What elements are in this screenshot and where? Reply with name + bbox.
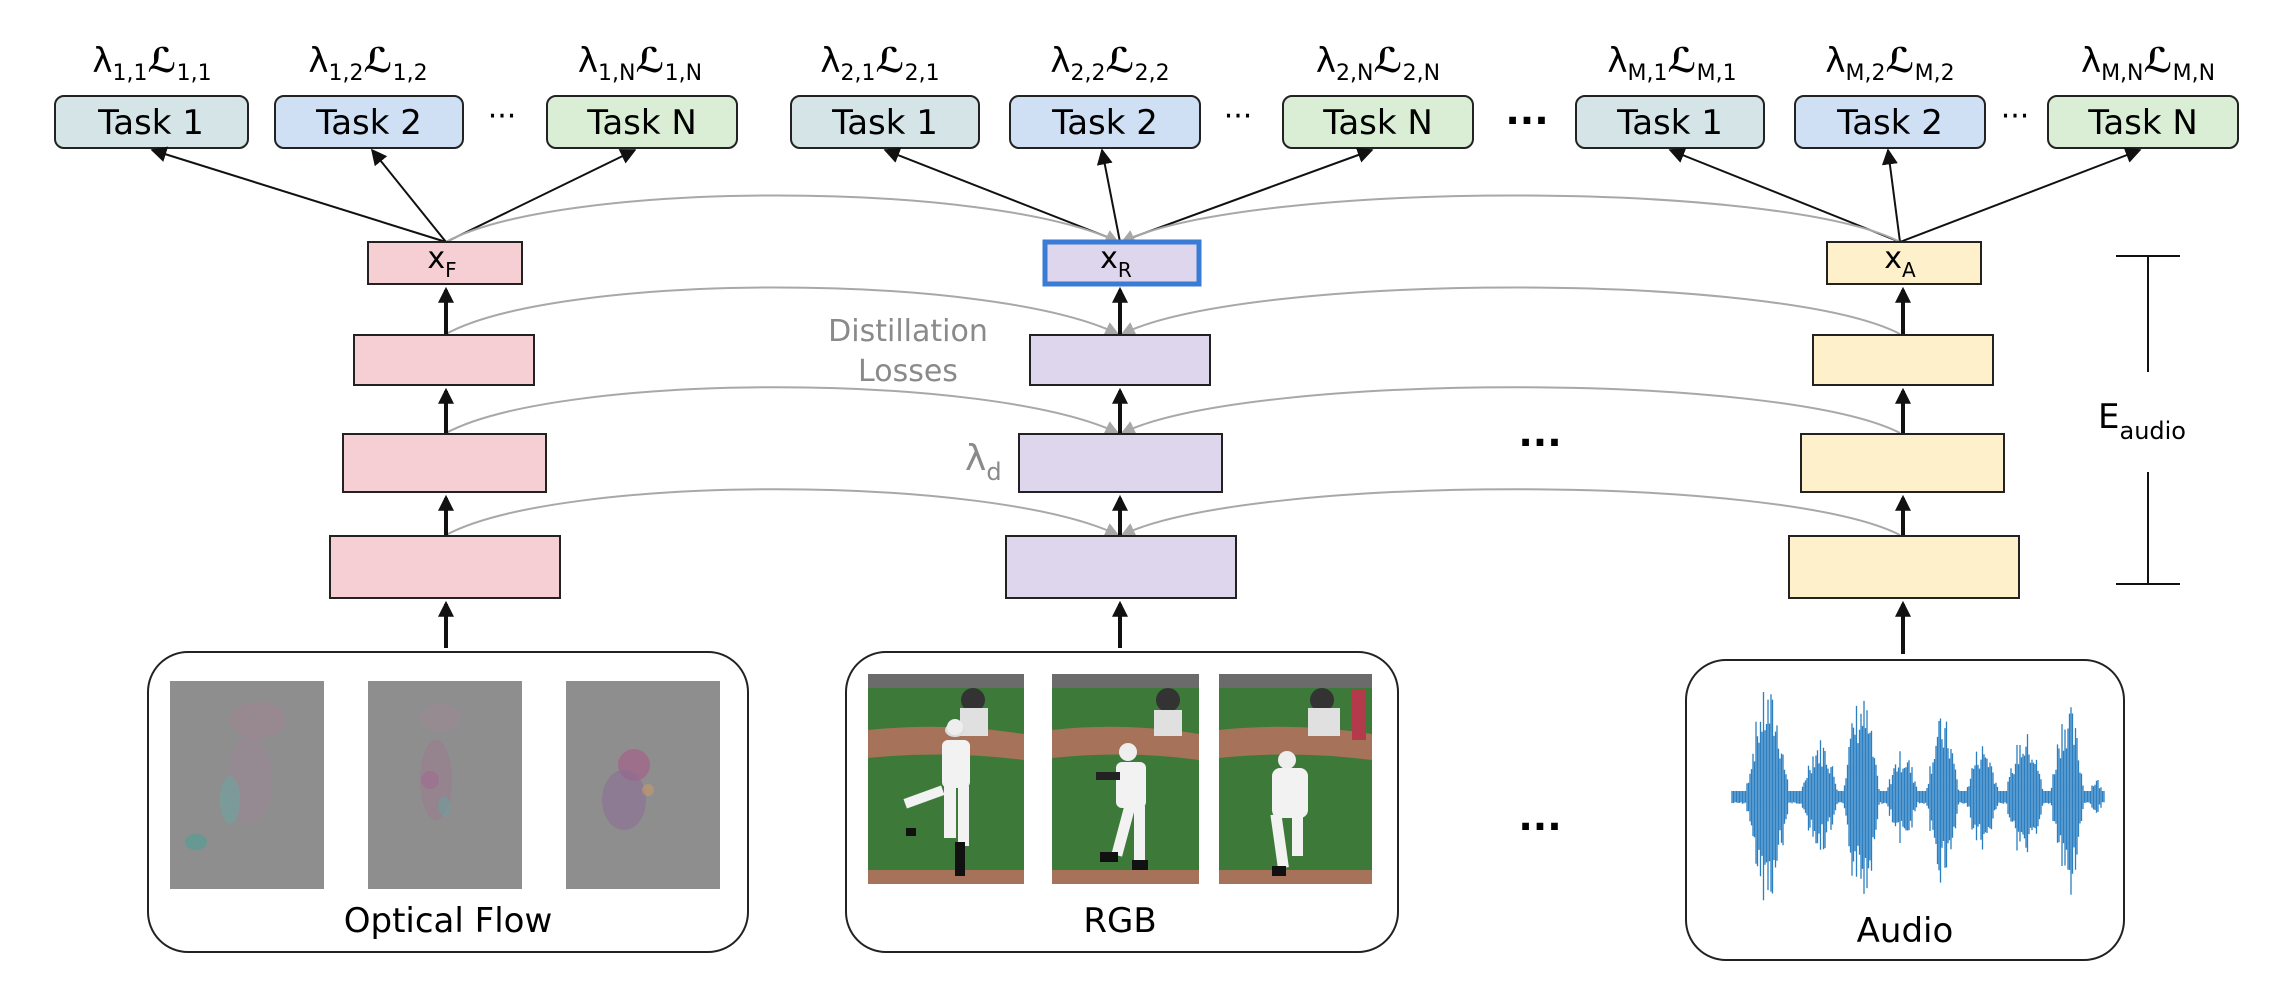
loss-label-M-1: λM,1ℒM,1 [1607, 41, 1736, 86]
rgb-layer-3 [1029, 334, 1211, 386]
svg-text:Task 1: Task 1 [1616, 103, 1723, 143]
svg-text:xR: xR [1100, 241, 1132, 282]
optical-flow-panel: Optical Flow [147, 651, 749, 953]
loss-label-M-2: λM,2ℒM,2 [1825, 41, 1954, 86]
task-ellipsis-M: ··· [2001, 99, 2030, 134]
svg-text:Losses: Losses [858, 354, 958, 389]
svg-text:Task N: Task N [2087, 103, 2198, 143]
svg-text:Distillation: Distillation [828, 314, 988, 349]
audio-feature-box [1826, 241, 1982, 285]
svg-text:Task 1: Task 1 [97, 103, 204, 143]
flow-frame-1 [170, 681, 324, 889]
rgb-frame-1 [868, 674, 1024, 884]
svg-text:λ1,1ℒ1,1: λ1,1ℒ1,1 [92, 41, 211, 86]
loss-label-1-N: λ1,Nℒ1,N [578, 41, 702, 86]
task-arrows [150, 146, 2142, 243]
flow-feature-box [367, 241, 523, 285]
task-ellipsis-2: ··· [1224, 99, 1253, 134]
lambda-d-label: λd [965, 438, 1002, 486]
loss-label-2-1: λ2,1ℒ2,1 [820, 41, 939, 86]
rgb-feature-box [1042, 239, 1202, 287]
svg-text:Task 2: Task 2 [1051, 103, 1158, 143]
encoder-arrows [438, 286, 1911, 654]
waveform-trace [1731, 692, 2105, 901]
loss-label-2-N: λ2,Nℒ2,N [1316, 41, 1440, 86]
svg-text:Task 2: Task 2 [315, 103, 422, 143]
task-box-2-1: Task 1 [790, 95, 980, 149]
middle-ellipsis: ... [1518, 411, 1561, 455]
svg-text:Task 1: Task 1 [831, 103, 938, 143]
audio-layer-2 [1800, 433, 2005, 493]
flow-encoder: xF [329, 241, 561, 599]
task-row: λ1,1ℒ1,1 λ1,2ℒ1,2 λ1,Nℒ1,N Task 1 Task 2… [54, 41, 2239, 149]
flow-layer-2 [342, 433, 547, 493]
encoder-label: Eaudio [2098, 397, 2186, 445]
task-box-M-N: Task N [2047, 95, 2239, 149]
distillation-losses-label: Distillation Losses [828, 314, 988, 389]
task-box-M-2: Task 2 [1794, 95, 1986, 149]
task-box-1-N: Task N [546, 95, 738, 149]
svg-text:λ2,2ℒ2,2: λ2,2ℒ2,2 [1050, 41, 1169, 86]
svg-text:λd: λd [965, 438, 1002, 486]
svg-text:λ2,1ℒ2,1: λ2,1ℒ2,1 [820, 41, 939, 86]
svg-text:xA: xA [1884, 241, 1916, 282]
audio-encoder: xA [1788, 241, 2020, 599]
svg-text:λ1,Nℒ1,N: λ1,Nℒ1,N [578, 41, 702, 86]
svg-text:λ1,2ℒ1,2: λ1,2ℒ1,2 [308, 41, 427, 86]
svg-text:Task N: Task N [1322, 103, 1433, 143]
task-box-1-2: Task 2 [274, 95, 464, 149]
task-box-2-N: Task N [1282, 95, 1474, 149]
svg-text:RGB: RGB [1083, 901, 1156, 941]
svg-text:λ2,Nℒ2,N: λ2,Nℒ2,N [1316, 41, 1440, 86]
svg-text:λM,2ℒM,2: λM,2ℒM,2 [1825, 41, 1954, 86]
audio-layer-3 [1812, 334, 1994, 386]
svg-text:λM,1ℒM,1: λM,1ℒM,1 [1607, 41, 1736, 86]
loss-label-1-1: λ1,1ℒ1,1 [92, 41, 211, 86]
task-ellipsis-1: ··· [488, 99, 517, 134]
rgb-panel: RGB [845, 651, 1399, 953]
loss-label-1-2: λ1,2ℒ1,2 [308, 41, 427, 86]
loss-label-2-2: λ2,2ℒ2,2 [1050, 41, 1169, 86]
flow-layer-3 [353, 334, 535, 386]
svg-text:Optical Flow: Optical Flow [344, 901, 553, 941]
audio-panel: Audio [1685, 659, 2125, 961]
rgb-frame-2 [1052, 674, 1199, 884]
encoder-bracket [2116, 255, 2180, 585]
loss-label-M-N: λM,NℒM,N [2081, 41, 2215, 86]
column-group-ellipsis: ... [1505, 89, 1548, 133]
task-box-M-1: Task 1 [1575, 95, 1765, 149]
audio-waveform [1731, 692, 2105, 901]
rgb-layer-1 [1005, 535, 1237, 599]
audio-layer-1 [1788, 535, 2020, 599]
task-box-2-2: Task 2 [1009, 95, 1201, 149]
svg-text:λM,NℒM,N: λM,NℒM,N [2081, 41, 2215, 86]
svg-text:Audio: Audio [1857, 911, 1954, 951]
rgb-frame-3 [1219, 674, 1372, 884]
svg-text:Task N: Task N [586, 103, 697, 143]
flow-layer-1 [329, 535, 561, 599]
svg-text:xF: xF [427, 241, 456, 282]
task-box-1-1: Task 1 [54, 95, 249, 149]
rgb-encoder: xR [1005, 239, 1237, 599]
svg-text:Task 2: Task 2 [1836, 103, 1943, 143]
svg-text:Eaudio: Eaudio [2098, 397, 2186, 445]
flow-frame-2 [368, 681, 522, 889]
input-ellipsis: ... [1518, 795, 1561, 839]
flow-frame-3 [566, 681, 720, 889]
distillation-curves [445, 194, 1901, 536]
rgb-layer-2 [1018, 433, 1223, 493]
